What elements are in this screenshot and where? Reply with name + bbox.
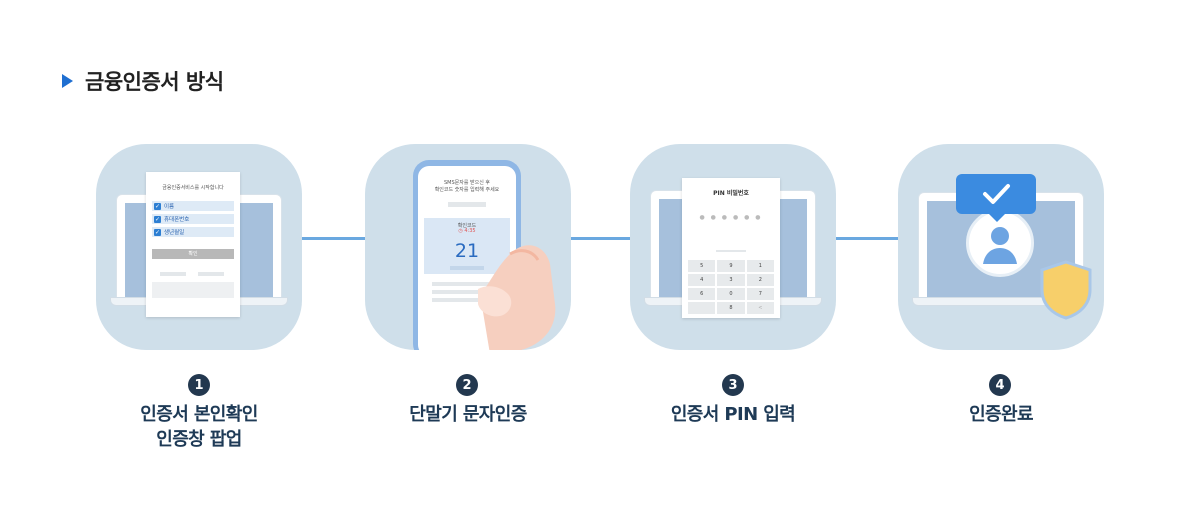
timer-value: 4:35 (464, 228, 476, 234)
placeholder-line (432, 290, 502, 294)
verification-box: 확인코드 ◷ 4:35 21 (424, 218, 510, 274)
pin-popup: PIN 비밀번호 ● ● ● ● ● ● 5 9 1 4 3 2 6 0 7 8… (682, 178, 780, 318)
step-number-badge: 3 (722, 374, 744, 396)
laptop-base (912, 297, 1090, 306)
popup-title: 금융인증서비스를 시작합니다 (162, 185, 224, 191)
badge-pointer (988, 213, 1006, 222)
step-number-badge: 2 (456, 374, 478, 396)
placeholder-line (432, 282, 502, 286)
step-connector (570, 237, 632, 240)
step-number-badge: 4 (989, 374, 1011, 396)
step3-illustration: PIN 비밀번호 ● ● ● ● ● ● 5 9 1 4 3 2 6 0 7 8… (630, 144, 836, 350)
keypad-key: 5 (688, 260, 716, 272)
step-label: 단말기 문자인증 (370, 402, 566, 427)
checkmark-icon (983, 184, 1010, 204)
pin-title: PIN 비밀번호 (713, 190, 749, 197)
placeholder-line (198, 272, 224, 276)
auth-popup: 금융인증서비스를 시작합니다 ✓이름 ✓휴대폰번호 ✓생년월일 확인 (146, 172, 240, 317)
placeholder-line (160, 272, 186, 276)
keypad-key: 6 (688, 288, 716, 300)
keypad-key: 3 (717, 274, 745, 286)
check-name-row: ✓이름 (152, 201, 234, 211)
step-connector (834, 237, 900, 240)
shield-icon (1040, 260, 1092, 320)
check-phone-row: ✓휴대폰번호 (152, 214, 234, 224)
section-heading: 금융인증서 방식 (62, 66, 224, 96)
step1-illustration: 금융인증서비스를 시작합니다 ✓이름 ✓휴대폰번호 ✓생년월일 확인 (96, 144, 302, 350)
sms-line: SMS문자를 받으신 후 (443, 180, 491, 186)
checkbox-icon: ✓ (154, 202, 161, 210)
keypad-key (688, 302, 716, 314)
pin-keypad: 5 9 1 4 3 2 6 0 7 8 < (688, 260, 774, 314)
placeholder-box (152, 282, 234, 298)
clock-icon: ◷ (458, 228, 465, 234)
placeholder-line (448, 202, 486, 207)
check-label: 휴대폰번호 (164, 217, 190, 223)
section-title: 금융인증서 방식 (85, 70, 224, 94)
keypad-key: < (746, 302, 774, 314)
keypad-key: 8 (717, 302, 745, 314)
step-connector (300, 237, 368, 240)
pin-dots: ● ● ● ● ● ● (699, 214, 763, 221)
step-label: 인증서 본인확인 인증창 팝업 (104, 402, 294, 452)
hand-icon (478, 245, 556, 350)
keypad-key: 9 (717, 260, 745, 272)
triangle-bullet-icon (62, 74, 73, 88)
step-label-line: 인증서 본인확인 (140, 404, 258, 425)
check-label: 생년월일 (164, 230, 185, 236)
placeholder-line (432, 298, 502, 302)
step-label: 인증완료 (904, 402, 1098, 427)
sms-instruction: SMS문자를 받으신 후 확인코드 숫자를 입력해 주세요 (426, 180, 508, 194)
step-label-line: 인증창 팝업 (156, 429, 242, 450)
sms-line: 확인코드 숫자를 입력해 주세요 (434, 187, 500, 193)
keypad-key: 2 (746, 274, 774, 286)
step-label: 인증서 PIN 입력 (634, 402, 832, 427)
check-label: 이름 (164, 204, 175, 210)
verification-code: 21 (454, 240, 480, 262)
placeholder-line (450, 266, 484, 270)
timer-text: ◷ 4:35 (424, 228, 510, 234)
keypad-key: 1 (746, 260, 774, 272)
code-label: 확인코드 (457, 223, 477, 229)
checkbox-icon: ✓ (154, 215, 161, 223)
checkbox-icon: ✓ (154, 228, 161, 236)
step-label-line: 단말기 문자인증 (409, 404, 527, 425)
step2-illustration: SMS문자를 받으신 후 확인코드 숫자를 입력해 주세요 확인코드 ◷ 4:3… (365, 144, 571, 350)
keypad-key: 4 (688, 274, 716, 286)
check-badge (956, 174, 1036, 214)
placeholder-line (716, 250, 746, 252)
step-label-line: 인증서 PIN 입력 (670, 404, 796, 425)
confirm-button: 확인 (152, 249, 234, 259)
keypad-key: 7 (746, 288, 774, 300)
step4-illustration (898, 144, 1104, 350)
keypad-key: 0 (717, 288, 745, 300)
smartphone: SMS문자를 받으신 후 확인코드 숫자를 입력해 주세요 확인코드 ◷ 4:3… (413, 160, 521, 350)
step-label-line: 인증완료 (969, 404, 1033, 425)
step-number-badge: 1 (188, 374, 210, 396)
check-birth-row: ✓생년월일 (152, 227, 234, 237)
